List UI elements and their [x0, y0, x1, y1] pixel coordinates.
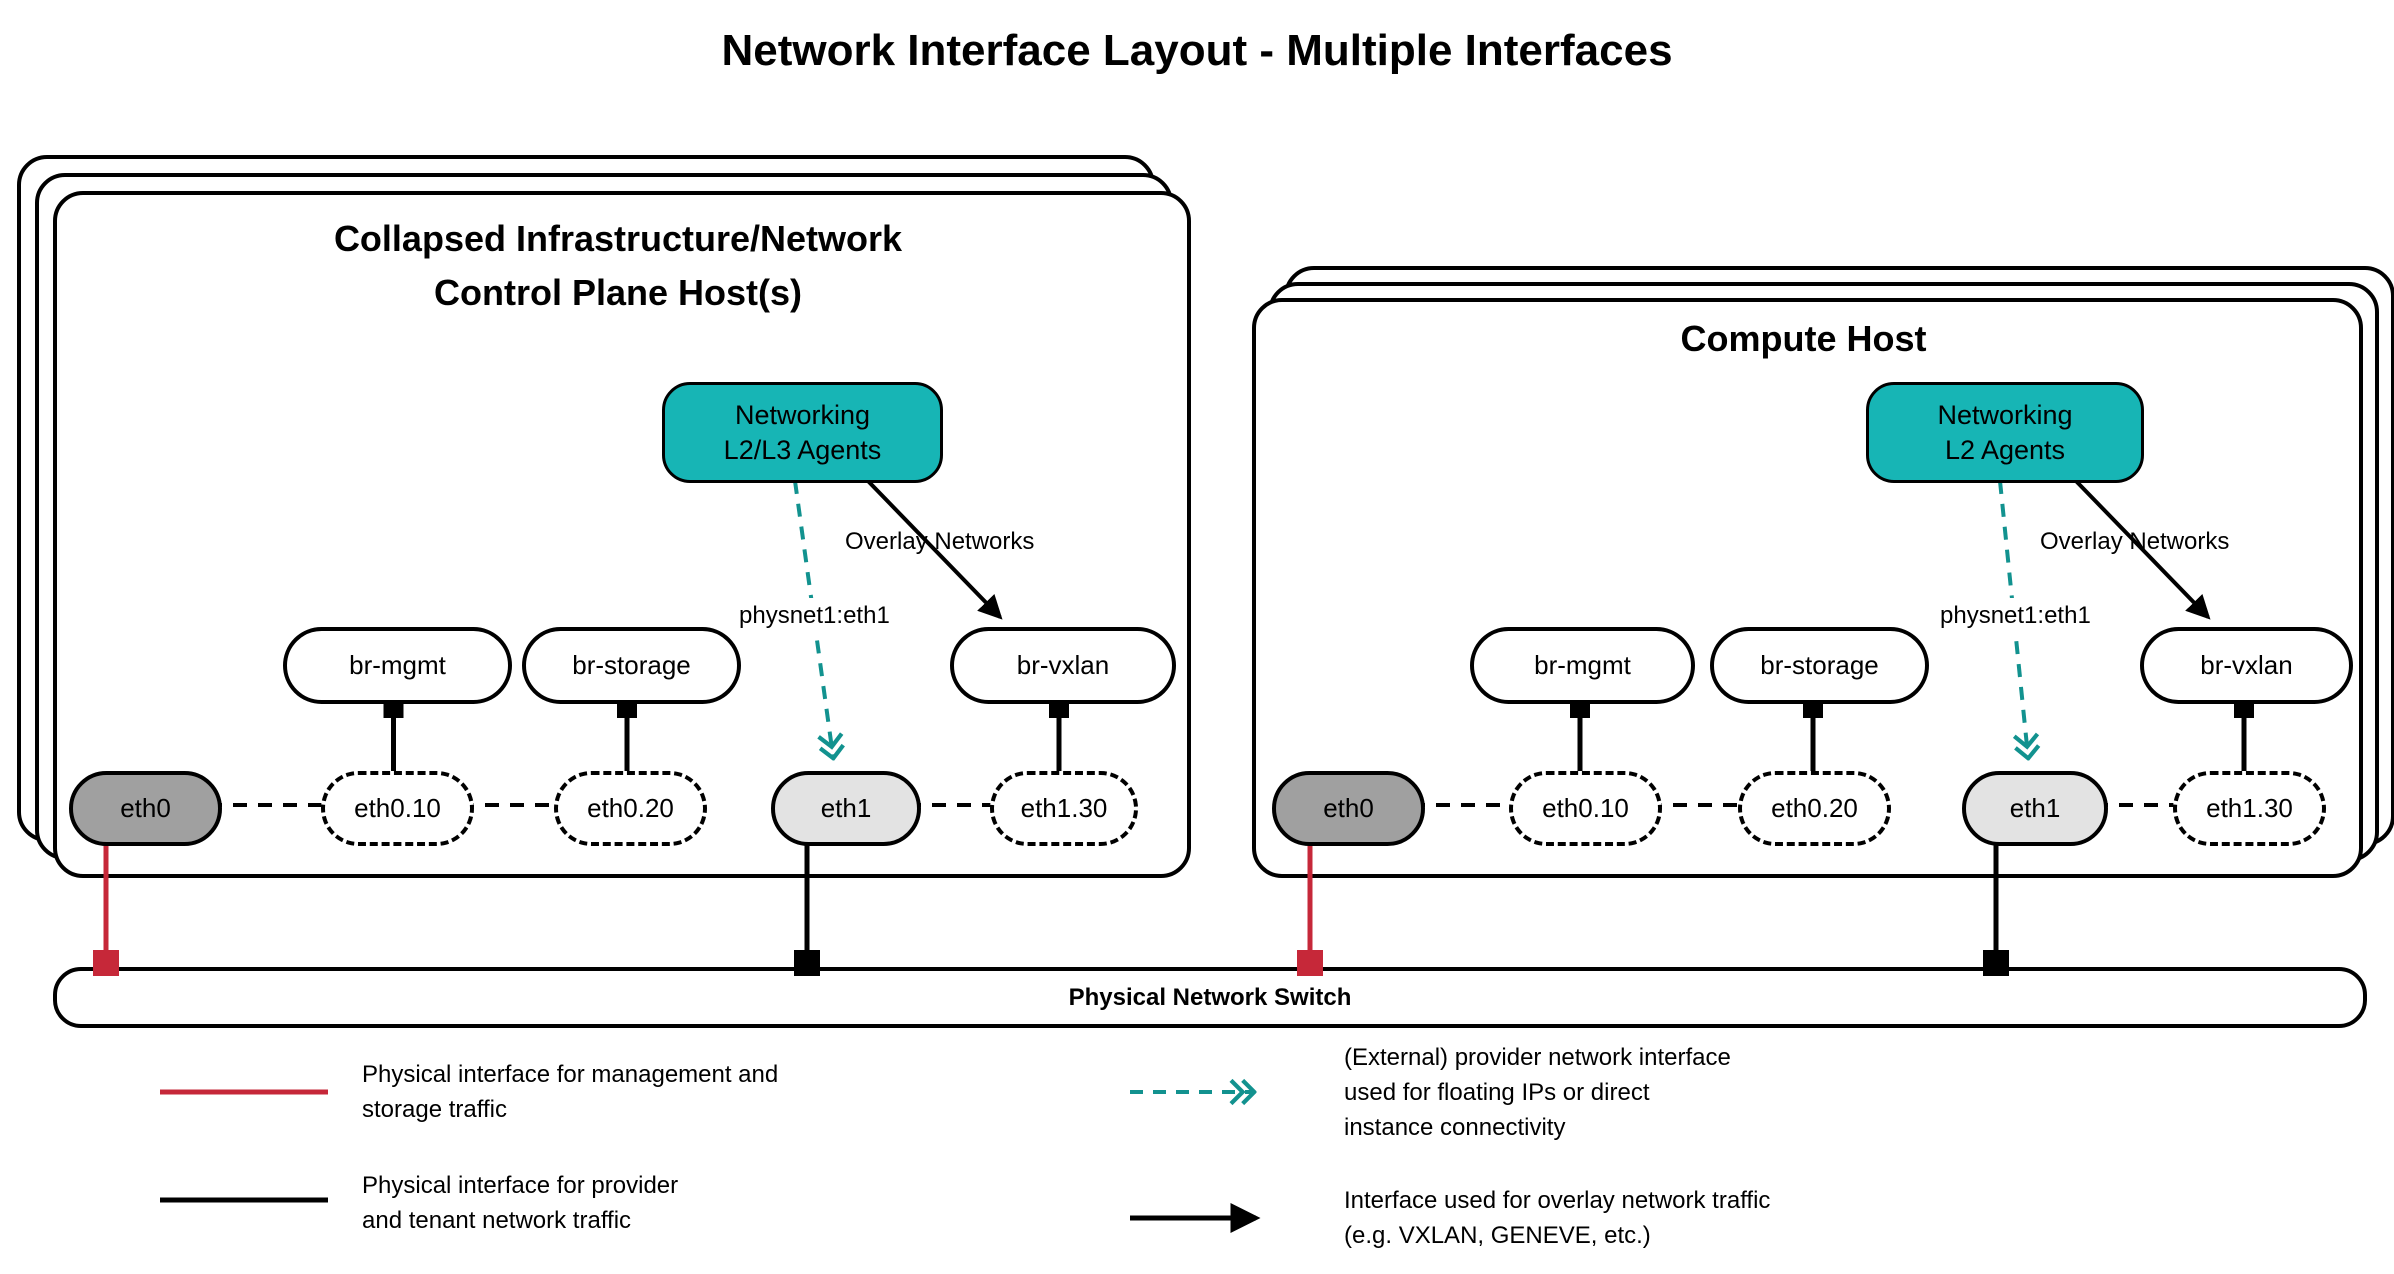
diagram-title: Network Interface Layout - Multiple Inte…	[721, 26, 1673, 75]
compute-eth1-switch-junction-square	[1983, 950, 2009, 976]
control-eth1-switch-junction-square	[794, 950, 820, 976]
compute-interface-eth1-30: eth1.30	[2173, 771, 2326, 846]
compute-host-title: Compute Host	[1680, 318, 1927, 359]
compute-interface-eth0: eth0	[1272, 771, 1425, 846]
compute-interface-eth0-20: eth0.20	[1738, 771, 1891, 846]
legend-overlay-traffic-text: Interface used for overlay network traff…	[1344, 1187, 1771, 1249]
compute-bridge-br-vxlan: br-vxlan	[2140, 627, 2353, 704]
legend-mgmt-storage-text: Physical interface for management and st…	[362, 1061, 779, 1123]
compute-interface-eth0-10: eth0.10	[1509, 771, 1662, 846]
control-interface-eth0: eth0	[69, 771, 222, 846]
compute-physnet-label: physnet1:eth1	[1936, 598, 2095, 633]
control-host-title: Collapsed Infrastructure/Network Control…	[333, 218, 903, 313]
compute-bridge-br-mgmt: br-mgmt	[1470, 627, 1695, 704]
control-bridge-br-mgmt: br-mgmt	[283, 627, 512, 704]
control-physnet-label: physnet1:eth1	[735, 598, 894, 633]
compute-networking-agents-box: Networking L2 Agents	[1866, 382, 2144, 483]
physical-network-switch: Physical Network Switch	[53, 967, 2367, 1028]
compute-eth0-switch-junction-square	[1297, 950, 1323, 976]
legend-provider-tenant-text: Physical interface for provider and tena…	[362, 1172, 679, 1234]
control-interface-eth1: eth1	[771, 771, 921, 846]
control-eth0-switch-junction-square	[93, 950, 119, 976]
physical-network-switch-label: Physical Network Switch	[1068, 983, 1352, 1011]
control-bridge-br-vxlan: br-vxlan	[950, 627, 1176, 704]
legend-external-provider-text: (External) provider network interface us…	[1344, 1044, 1731, 1141]
control-networking-agents-box: Networking L2/L3 Agents	[662, 382, 943, 483]
compute-interface-eth1: eth1	[1962, 771, 2108, 846]
control-overlay-networks-label: Overlay Networks	[845, 528, 1035, 555]
control-bridge-br-storage: br-storage	[522, 627, 741, 704]
compute-bridge-br-storage: br-storage	[1710, 627, 1929, 704]
compute-overlay-networks-label: Overlay Networks	[2040, 528, 2230, 555]
control-interface-eth0-20: eth0.20	[554, 771, 707, 846]
control-interface-eth0-10: eth0.10	[321, 771, 474, 846]
control-interface-eth1-30: eth1.30	[990, 771, 1138, 846]
